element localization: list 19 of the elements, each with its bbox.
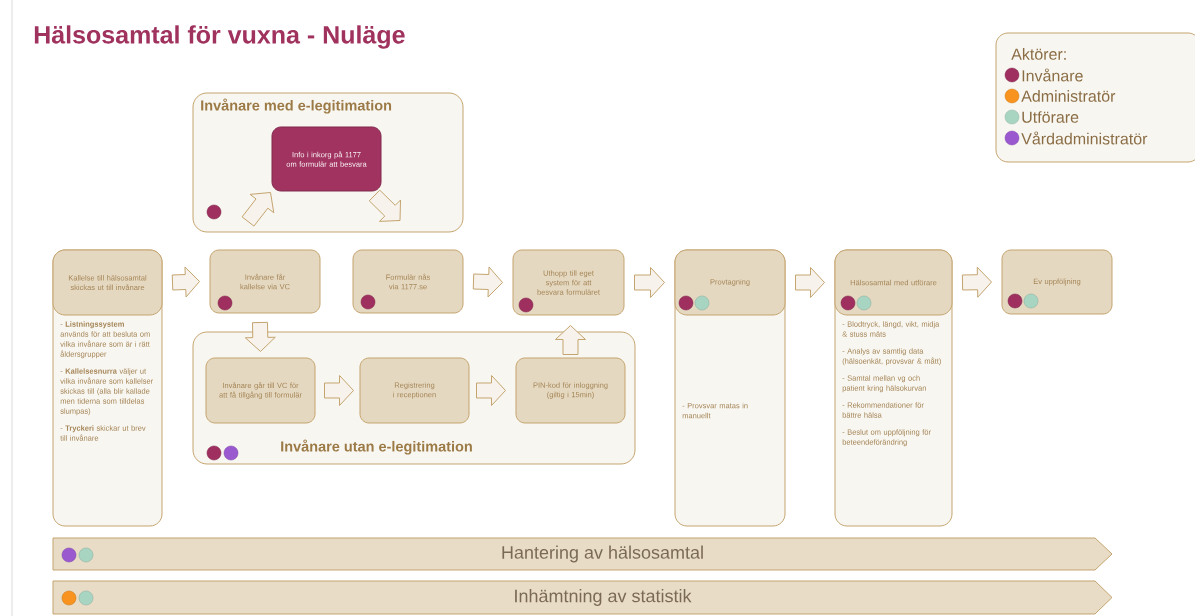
legend-item: Administratör [1004, 88, 1116, 104]
block-arrow [241, 192, 275, 227]
block-arrow [634, 267, 665, 298]
legend-title: Aktörer: [1011, 48, 1066, 60]
block-arrow [472, 266, 503, 298]
legend-item: Vårdadministratör [1004, 130, 1148, 146]
phase-band: Inhämtning av statistik [52, 580, 1113, 615]
legend-item: Invånare [1004, 67, 1083, 83]
block-arrow [961, 266, 992, 298]
block-arrow [555, 325, 586, 355]
title: Hälsosamtal för vuxna - Nuläge [34, 25, 405, 49]
block-arrow [244, 321, 276, 352]
phase-band: Hantering av hälsosamtal [52, 537, 1113, 571]
block-arrow [368, 189, 401, 222]
block-arrow [324, 375, 354, 406]
block-arrow [171, 266, 200, 298]
block-arrow [476, 375, 506, 406]
block-arrow [795, 267, 825, 298]
legend-item: Utförare [1004, 109, 1079, 125]
